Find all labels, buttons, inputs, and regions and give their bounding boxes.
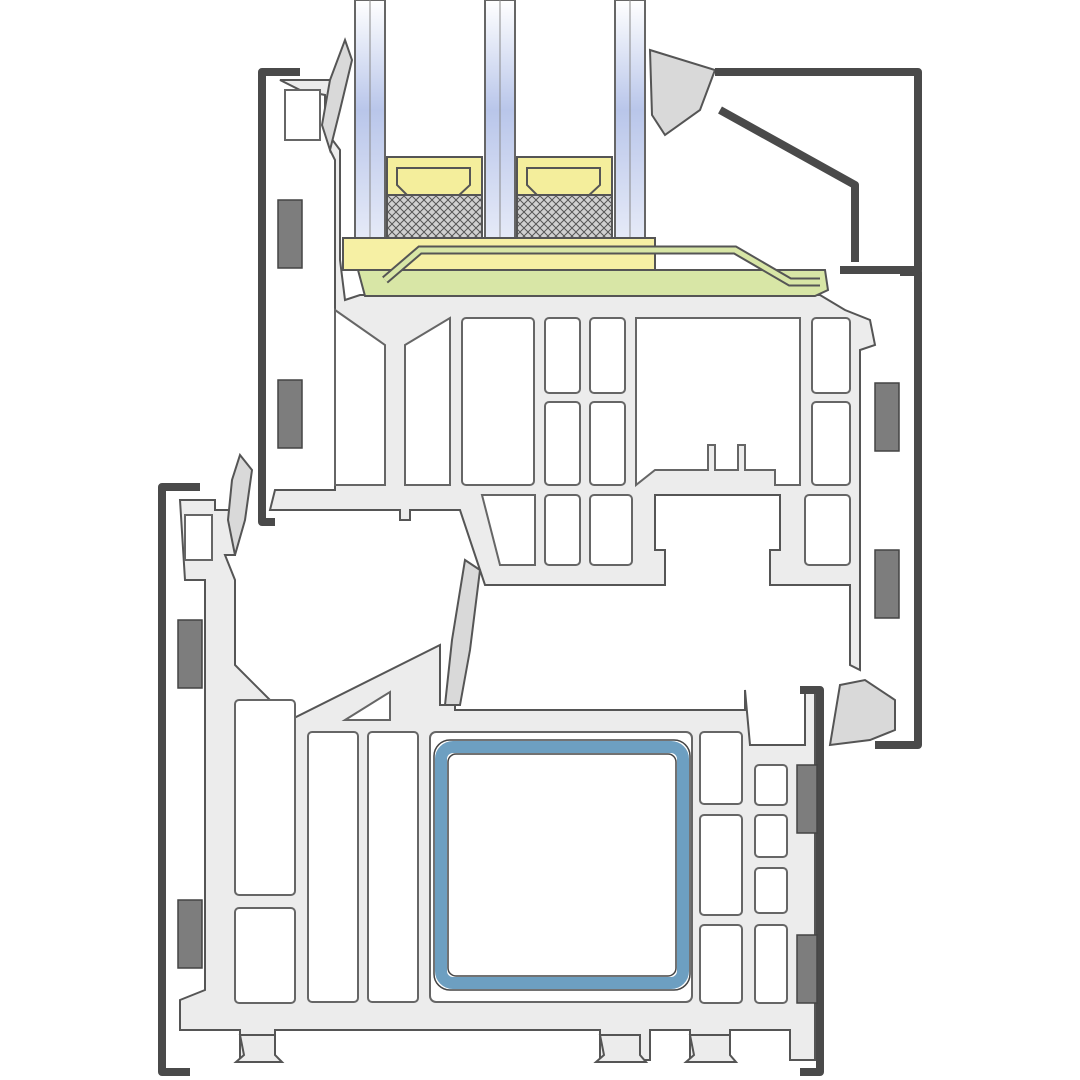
gasket: [177, 899, 203, 969]
outer-glazing-seal: [320, 37, 354, 154]
cladding-frame-left: [158, 483, 200, 1076]
gaskets: [177, 199, 900, 1004]
gasket: [874, 549, 900, 619]
gasket: [874, 382, 900, 452]
spacers: [386, 156, 613, 241]
gasket: [277, 379, 303, 449]
frame-profile: [178, 499, 816, 1063]
steel-reinforcement: [435, 741, 689, 989]
center-seal: [443, 558, 482, 706]
support-bar: [356, 269, 830, 297]
frame-seal: [226, 452, 254, 556]
gasket: [277, 199, 303, 269]
gasket: [177, 619, 203, 689]
inner-glazing-seal: [648, 48, 717, 137]
gasket: [796, 764, 818, 834]
cladding-frame-right: [800, 686, 824, 1076]
glass-panes: [354, 0, 646, 246]
aluminium-cladding: [158, 68, 922, 1076]
frame-chambers: [184, 514, 788, 1004]
cladding-sash-left: [258, 68, 300, 526]
cladding-top-right: [715, 68, 922, 274]
cladding-right: [875, 268, 922, 749]
sash-profile: [268, 79, 877, 672]
cladding-top-right-inner: [718, 106, 859, 262]
sash-stop-seal: [828, 678, 896, 747]
sash-chambers: [284, 89, 851, 566]
sealant-left: [386, 194, 483, 241]
gasket: [796, 934, 818, 1004]
sealant-right: [516, 194, 613, 241]
frame-feet: [233, 1034, 739, 1063]
